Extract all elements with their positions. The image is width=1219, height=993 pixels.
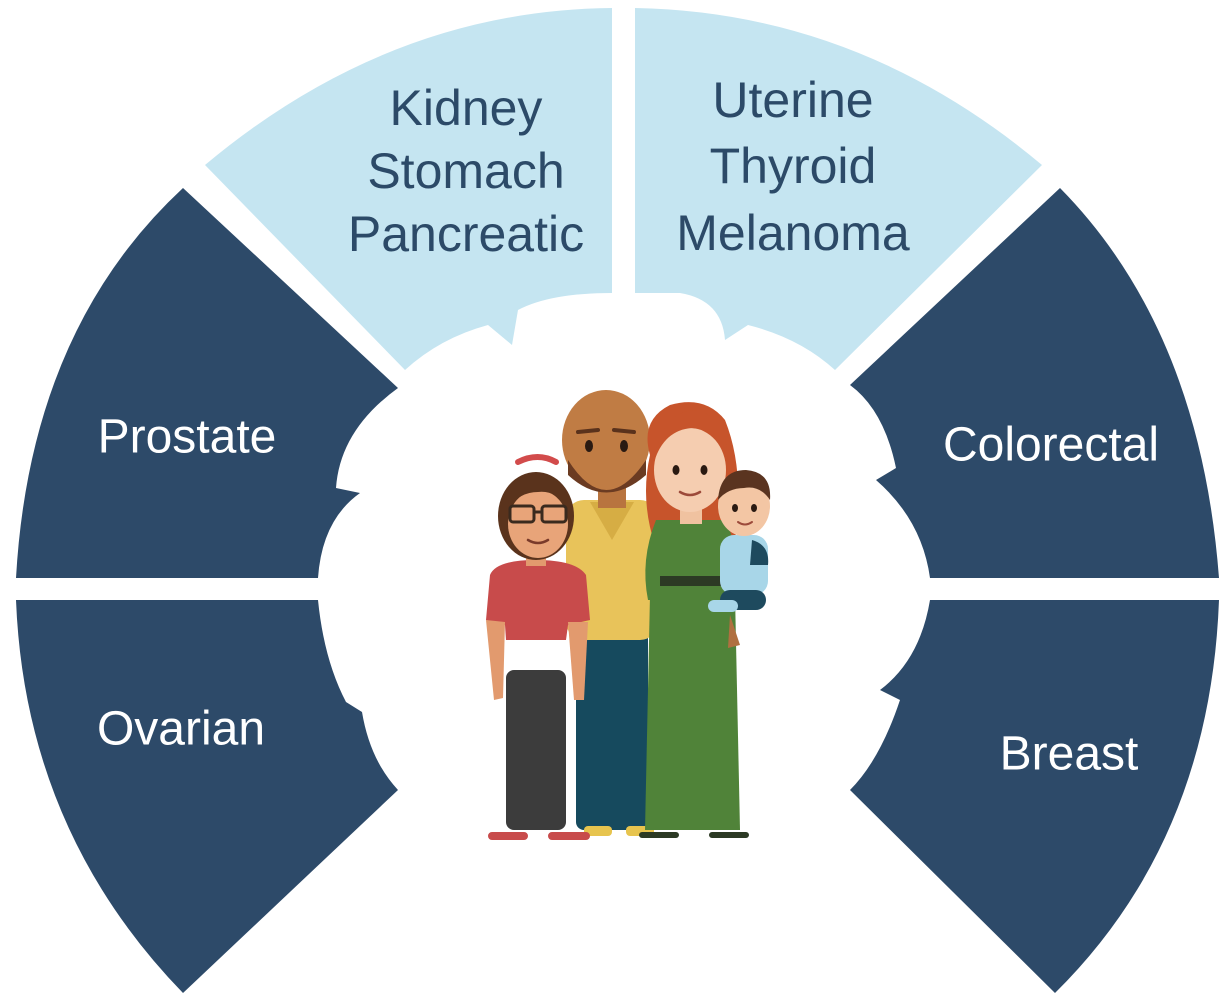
label-breast: Breast bbox=[1000, 728, 1139, 781]
label-pancreatic: Pancreatic bbox=[348, 206, 584, 262]
segment-breast bbox=[850, 600, 1219, 993]
family-illustration-icon bbox=[486, 390, 770, 836]
label-prostate: Prostate bbox=[98, 411, 277, 464]
label-thyroid: Thyroid bbox=[710, 138, 877, 194]
segment-ovarian bbox=[16, 600, 398, 993]
label-melanoma: Melanoma bbox=[676, 205, 910, 261]
label-uterine: Uterine bbox=[712, 72, 873, 128]
label-stomach: Stomach bbox=[367, 143, 564, 199]
label-kidney: Kidney bbox=[390, 80, 543, 136]
label-colorectal: Colorectal bbox=[943, 419, 1159, 472]
label-ovarian: Ovarian bbox=[97, 703, 265, 756]
